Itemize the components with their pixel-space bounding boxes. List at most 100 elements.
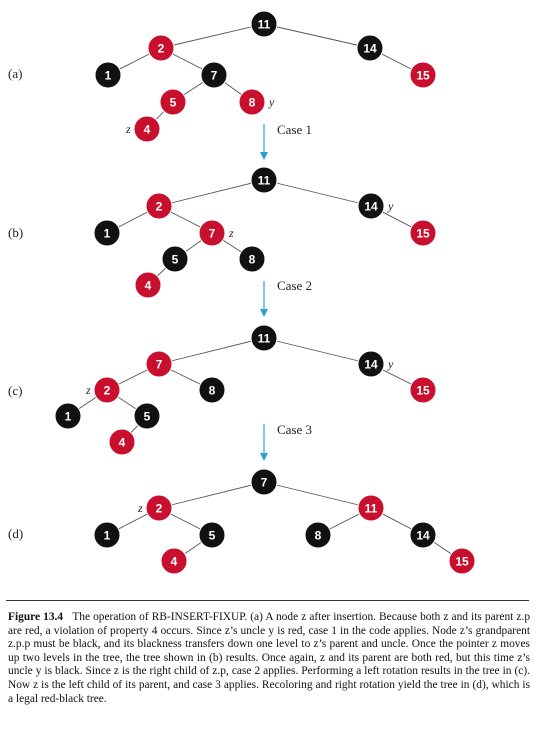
node-circle — [145, 350, 173, 378]
tree-node-5: 5 — [159, 88, 187, 116]
node-key: 2 — [156, 502, 163, 516]
tree-node-15: 15 — [448, 547, 476, 575]
tree-node-11: 11 — [250, 166, 278, 194]
figure-caption: Figure 13.4 The operation of RB-INSERT-F… — [8, 611, 530, 706]
node-key: 1 — [104, 227, 111, 241]
tree-edge — [263, 179, 372, 207]
down-arrow-icon — [260, 309, 268, 317]
node-circle — [145, 192, 173, 220]
tree-node-8: 8 — [238, 88, 266, 116]
node-key: 11 — [258, 174, 271, 188]
node-circle — [357, 192, 385, 220]
node-circle — [145, 494, 173, 522]
node-circle — [198, 521, 226, 549]
tree-part-b: (b) 11 2 14 1 7 15 5 8 4 z y — [8, 166, 437, 299]
tree-edge — [158, 481, 265, 509]
node-circle — [250, 166, 278, 194]
node-key: 14 — [363, 42, 377, 56]
case-label: Case 1 — [277, 122, 312, 137]
node-circle — [134, 271, 162, 299]
tree-node-4: 4 — [134, 271, 162, 299]
case-transition: Case 3 — [260, 422, 312, 461]
tree-node-7: 7 — [145, 350, 173, 378]
case-label: Case 3 — [277, 422, 312, 437]
tree-node-7: 7 — [198, 219, 226, 247]
node-key: 2 — [156, 200, 163, 214]
node-circle — [133, 115, 161, 143]
node-circle — [147, 34, 175, 62]
tree-node-1: 1 — [93, 219, 121, 247]
tree-node-14: 14 — [356, 34, 384, 62]
tree-edge — [263, 337, 372, 365]
node-circle — [250, 324, 278, 352]
tree-node-14: 14 — [357, 350, 385, 378]
node-key: 14 — [364, 200, 378, 214]
tree-node-5: 5 — [161, 245, 189, 273]
tree-node-7: 7 — [250, 468, 278, 496]
node-circle — [250, 468, 278, 496]
tree-node-4: 4 — [133, 115, 161, 143]
tree-edge — [263, 481, 372, 509]
part-label: (b) — [8, 225, 23, 240]
tree-node-15: 15 — [409, 61, 437, 89]
node-key: 15 — [455, 555, 469, 569]
tree-node-8: 8 — [304, 521, 332, 549]
caption-box — [0, 599, 535, 742]
node-circle — [94, 61, 122, 89]
node-circle — [198, 219, 226, 247]
node-key: 4 — [145, 279, 152, 293]
tree-edge — [158, 337, 265, 365]
pointer-label-y: y — [268, 95, 275, 109]
pointer-label-y: y — [387, 357, 394, 371]
node-circle — [54, 402, 82, 430]
node-circle — [133, 402, 161, 430]
node-circle — [357, 494, 385, 522]
tree-edge — [263, 23, 371, 49]
node-key: 4 — [144, 123, 151, 137]
caption-rule — [6, 600, 529, 601]
tree-node-2: 2 — [145, 494, 173, 522]
node-key: 5 — [209, 529, 216, 543]
tree-node-1: 1 — [54, 402, 82, 430]
tree-node-8: 8 — [198, 376, 226, 404]
node-key: 4 — [119, 436, 126, 450]
node-circle — [159, 88, 187, 116]
node-key: 1 — [105, 69, 112, 83]
pointer-label-z: z — [125, 122, 131, 136]
pointer-label-y: y — [387, 199, 394, 213]
node-circle — [409, 219, 437, 247]
node-circle — [409, 521, 437, 549]
pointer-label-z: z — [85, 383, 91, 397]
node-key: 14 — [416, 529, 430, 543]
node-key: 7 — [261, 476, 268, 490]
node-circle — [448, 547, 476, 575]
node-key: 5 — [172, 253, 179, 267]
node-key: 8 — [315, 529, 322, 543]
tree-node-11: 11 — [250, 324, 278, 352]
node-circle — [356, 34, 384, 62]
node-circle — [161, 245, 189, 273]
tree-node-2: 2 — [147, 34, 175, 62]
tree-node-1: 1 — [93, 521, 121, 549]
tree-edge — [158, 179, 265, 207]
part-label: (d) — [8, 526, 23, 541]
tree-node-14: 14 — [357, 192, 385, 220]
node-circle — [93, 521, 121, 549]
node-key: 11 — [365, 502, 378, 516]
node-circle — [409, 61, 437, 89]
node-key: 7 — [211, 69, 218, 83]
node-key: 8 — [249, 253, 256, 267]
node-key: 1 — [104, 529, 111, 543]
down-arrow-icon — [260, 152, 268, 160]
tree-node-15: 15 — [409, 219, 437, 247]
pointer-label-z: z — [228, 226, 234, 240]
node-circle — [238, 245, 266, 273]
node-circle — [93, 376, 121, 404]
node-circle — [200, 61, 228, 89]
down-arrow-icon — [260, 453, 268, 461]
tree-edge — [160, 23, 265, 49]
node-key: 8 — [209, 384, 216, 398]
